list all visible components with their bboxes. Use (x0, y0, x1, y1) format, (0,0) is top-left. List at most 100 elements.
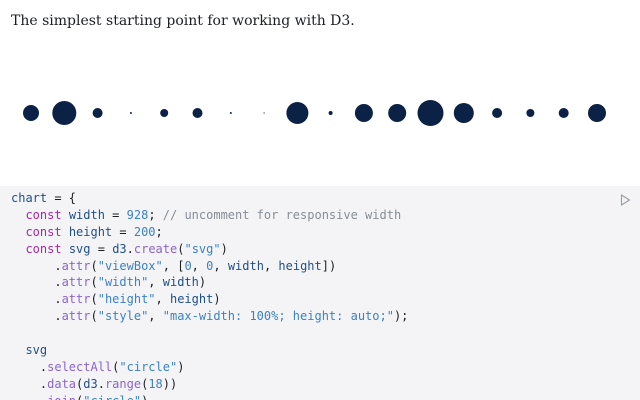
code-token: height (68, 224, 113, 239)
code-token: create (133, 241, 178, 256)
code-token: . (11, 394, 47, 400)
code-token: attr (61, 292, 91, 307)
code-token: "max-width: 100%; height: auto;" (162, 309, 394, 324)
code-token: ) (213, 292, 221, 307)
code-line: .data(d3.range(18)) (11, 376, 408, 393)
code-token: d3 (83, 376, 98, 391)
code-line: const width = 928; // uncomment for resp… (11, 207, 408, 224)
code-token: 0 (206, 258, 214, 273)
code-token: . (11, 275, 62, 290)
code-token: // uncomment for responsive width (162, 207, 402, 222)
code-token: "svg" (184, 241, 221, 256)
output-circle (160, 109, 169, 117)
code-token: ( (141, 376, 149, 391)
play-icon[interactable] (618, 192, 632, 206)
code-token: ) (177, 359, 185, 374)
output-circle (328, 111, 333, 115)
code-token: ( (90, 258, 98, 273)
code-token (62, 208, 69, 222)
output-circle (417, 100, 444, 126)
output-circle (286, 102, 309, 124)
code-editor[interactable]: chart = { const width = 928; // uncommen… (11, 190, 408, 400)
output-circle (229, 112, 232, 114)
code-token: height (169, 292, 214, 307)
code-line: .selectAll("circle") (11, 359, 408, 376)
circles-svg (23, 100, 606, 126)
code-token: 18 (148, 376, 163, 391)
code-token: ) (220, 241, 228, 256)
code-token: join (47, 394, 76, 400)
code-token: , (213, 258, 228, 273)
output-circle (192, 108, 203, 118)
code-token: height (278, 258, 322, 273)
code-token: width (68, 207, 105, 222)
code-token: ( (76, 376, 84, 391)
code-line: .attr("viewBox", [0, 0, width, height]) (11, 258, 408, 275)
output-circle (354, 104, 373, 122)
code-token: svg (68, 241, 91, 256)
code-token: ( (90, 309, 98, 324)
code-cell[interactable]: chart = { const width = 928; // uncommen… (0, 186, 640, 400)
code-token: . (11, 258, 62, 273)
code-line: .attr("height", height) (11, 291, 408, 308)
code-token: = (90, 241, 113, 256)
output-circle (526, 109, 535, 117)
code-token: . (11, 376, 48, 391)
code-token: . (97, 376, 105, 391)
code-token (11, 242, 25, 256)
code-token: "circle" (119, 359, 178, 374)
output-circle (492, 108, 503, 118)
code-line: .attr("width", width) (11, 274, 408, 291)
code-token: "circle" (83, 394, 141, 400)
output-circle (92, 108, 103, 118)
code-line (11, 325, 408, 342)
code-token: width (227, 258, 264, 273)
code-token: attr (61, 309, 91, 324)
code-token (11, 208, 25, 222)
code-token: ); (393, 309, 409, 324)
code-token: , (148, 275, 163, 290)
code-token: . (126, 241, 134, 256)
code-token: data (47, 376, 77, 391)
output-circle (263, 112, 265, 114)
code-token: 928 (126, 207, 149, 222)
code-token (62, 225, 69, 239)
code-token: chart (11, 191, 48, 205)
intro-text: The simplest starting point for working … (11, 13, 355, 29)
output-circle (52, 101, 77, 125)
code-token: , (155, 292, 170, 307)
code-token: const (25, 224, 62, 239)
code-token: ) (141, 394, 148, 400)
code-token: ( (177, 241, 185, 256)
code-token: ; (155, 224, 163, 239)
code-token: , (191, 258, 207, 273)
code-token: = (104, 207, 127, 222)
code-token: "height" (97, 292, 156, 307)
code-token: , [ (162, 258, 185, 273)
code-line: svg (11, 342, 408, 359)
code-token (62, 242, 69, 256)
code-line: chart = { (11, 190, 408, 207)
code-line: .join("circle") (11, 393, 408, 400)
output-circle (388, 104, 407, 122)
output-circle (129, 112, 132, 114)
code-token: "width" (97, 275, 149, 290)
code-token: ( (90, 275, 98, 290)
code-token: )) (162, 376, 178, 391)
code-token: . (11, 309, 62, 324)
code-token (11, 343, 25, 357)
code-token: 0 (184, 258, 192, 273)
code-token: "style" (97, 309, 149, 324)
code-token: ]) (321, 258, 337, 273)
code-token: ; (148, 207, 163, 222)
code-token: . (11, 292, 62, 307)
code-token: selectAll (47, 359, 113, 374)
code-token: svg (25, 343, 48, 358)
code-token: attr (61, 275, 91, 290)
code-token: width (162, 275, 199, 290)
code-line: const height = 200; (11, 224, 408, 241)
code-token: . (11, 359, 48, 374)
code-token: ( (112, 359, 120, 374)
code-token: ) (198, 275, 207, 290)
output-circle (588, 104, 606, 122)
